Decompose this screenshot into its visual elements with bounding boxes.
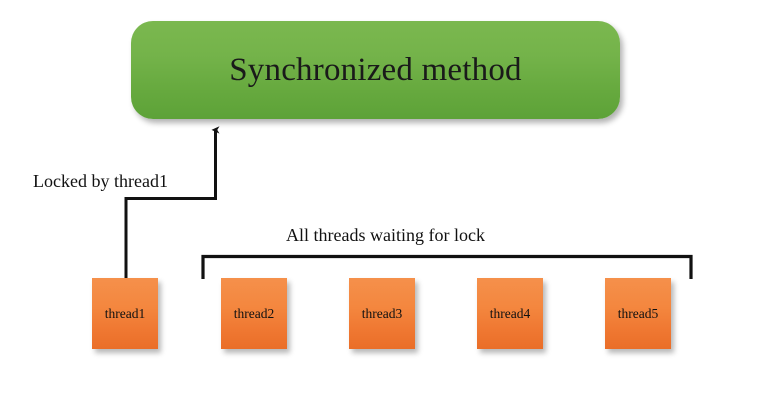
thread-label: thread1 [104,305,146,321]
thread-node-thread5[interactable]: thread5 [605,278,671,349]
thread-node-thread3[interactable]: thread3 [349,278,415,349]
all-threads-waiting-label: All threads waiting for lock [286,225,485,245]
thread-node-thread4[interactable]: thread4 [477,278,543,349]
synchronized-method-label: Synchronized method [229,51,522,88]
thread-label: thread2 [233,305,275,321]
lock-arrow-connector [124,126,220,279]
locked-by-thread1-label: Locked by thread1 [33,171,168,191]
waiting-threads-bracket [201,254,693,279]
thread-label: thread4 [489,305,531,321]
synchronized-method-node[interactable]: Synchronized method [131,21,620,119]
thread-label: thread5 [617,305,659,321]
thread-label: thread3 [361,305,403,321]
thread-node-thread1[interactable]: thread1 [92,278,158,349]
thread-node-thread2[interactable]: thread2 [221,278,287,349]
